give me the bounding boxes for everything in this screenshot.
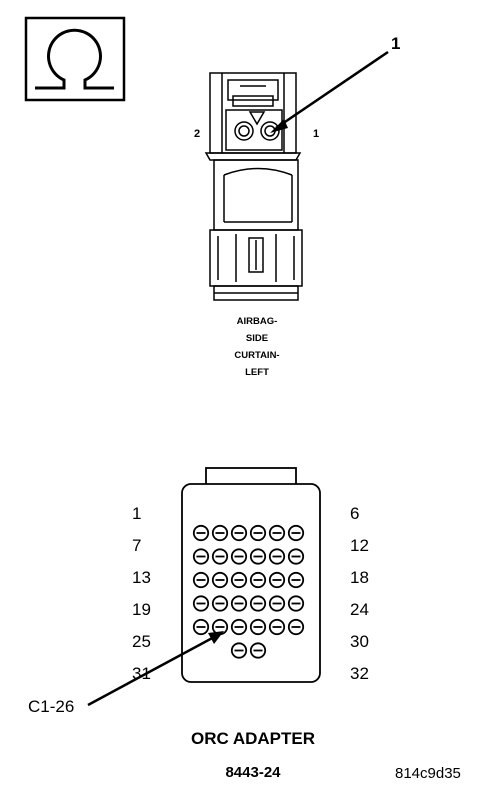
- orc-pin-4: [249, 524, 267, 542]
- orc-pin-23: [268, 595, 286, 612]
- orc-pin-grid: [192, 524, 305, 659]
- orc-pin-18: [287, 571, 305, 589]
- orc-pin-20: [211, 595, 229, 612]
- orc-callout-label: C1-26: [28, 697, 74, 716]
- figure-id: 814c9d35: [395, 765, 461, 782]
- airbag-label-line-1: AIRBAG-: [237, 316, 278, 327]
- airbag-label-line-2: SIDE: [246, 333, 268, 344]
- orc-callout-leader: [87, 631, 224, 707]
- orc-pin-29: [268, 618, 286, 636]
- orc-row-end-label-6: 32: [350, 664, 369, 683]
- airbag-label-line-4: LEFT: [245, 367, 269, 378]
- orc-pin-14: [211, 571, 229, 589]
- orc-pin-32: [249, 642, 267, 659]
- orc-pin-2: [211, 524, 229, 542]
- orc-pin-5: [268, 524, 286, 542]
- airbag-callout-number: 1: [391, 34, 400, 53]
- orc-pin-12: [287, 548, 305, 565]
- orc-pin-17: [268, 571, 286, 589]
- orc-pin-13: [192, 571, 210, 589]
- orc-pin-10: [249, 548, 267, 565]
- orc-row-start-label-4: 19: [132, 600, 151, 619]
- orc-row-end-label-5: 30: [350, 632, 369, 651]
- orc-row-end-label-4: 24: [350, 600, 369, 619]
- orc-pin-11: [268, 548, 286, 565]
- orc-pin-19: [192, 595, 210, 612]
- orc-pin-7: [192, 548, 210, 565]
- airbag-pin-left-label: 2: [194, 128, 200, 140]
- orc-pin-22: [249, 595, 267, 612]
- orc-row-end-label-1: 6: [350, 504, 359, 523]
- orc-pin-26: [211, 618, 229, 636]
- orc-row-end-label-3: 18: [350, 568, 369, 587]
- orc-pin-27: [230, 618, 248, 636]
- orc-pin-21: [230, 595, 248, 612]
- orc-pin-31: [230, 642, 248, 659]
- orc-row-start-label-2: 7: [132, 536, 141, 555]
- ohm-icon: [35, 28, 114, 90]
- orc-pin-1: [192, 524, 210, 542]
- orc-pin-3: [230, 524, 248, 542]
- airbag-label: AIRBAG- SIDE CURTAIN- LEFT: [234, 316, 279, 378]
- orc-row-start-label-3: 13: [132, 568, 151, 587]
- orc-pin-24: [287, 595, 305, 612]
- orc-pin-28: [249, 618, 267, 636]
- orc-part-number: 8443-24: [225, 764, 281, 781]
- orc-row-end-label-2: 12: [350, 536, 369, 555]
- ohmmeter-symbol: [24, 16, 126, 102]
- orc-pin-25: [192, 618, 210, 636]
- orc-row-start-labels: 1 7 13 19 25 31: [132, 504, 151, 683]
- airbag-label-line-3: CURTAIN-: [234, 350, 279, 361]
- airbag-pin-right-label: 1: [313, 128, 319, 140]
- orc-adapter-title: ORC ADAPTER: [191, 729, 315, 748]
- airbag-connector: [204, 72, 303, 301]
- orc-pin-15: [230, 571, 248, 589]
- airbag-callout-leader: [270, 50, 389, 133]
- orc-pin-30: [287, 618, 305, 636]
- orc-pin-8: [211, 548, 229, 565]
- orc-pin-6: [287, 524, 305, 542]
- orc-row-start-label-5: 25: [132, 632, 151, 651]
- orc-row-end-labels: 6 12 18 24 30 32: [350, 504, 369, 683]
- orc-row-start-label-1: 1: [132, 504, 141, 523]
- orc-pin-16: [249, 571, 267, 589]
- orc-pin-9: [230, 548, 248, 565]
